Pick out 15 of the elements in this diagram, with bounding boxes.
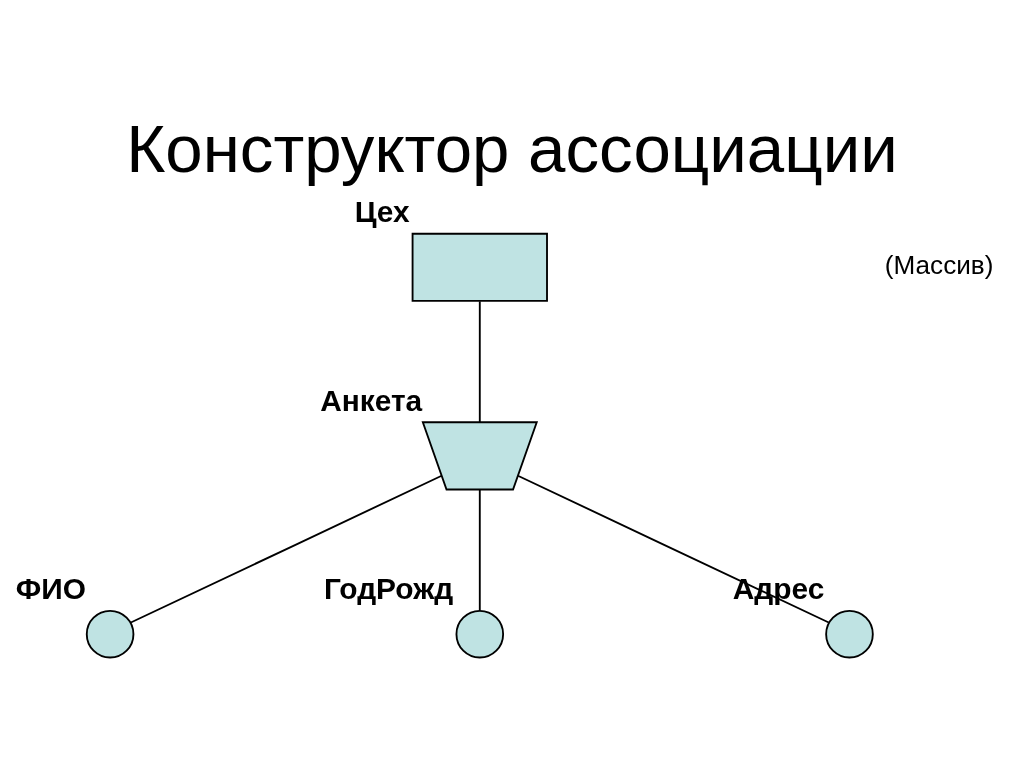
- node-circle: [455, 609, 505, 659]
- node-semicircle: [421, 421, 539, 491]
- connector: [517, 474, 830, 624]
- connector: [478, 488, 481, 612]
- node-box: [411, 232, 548, 302]
- node-label: ГодРожд: [323, 572, 454, 606]
- node-label: ФИО: [15, 572, 86, 606]
- node-label: Анкета: [320, 383, 423, 417]
- node-circle: [825, 609, 874, 659]
- connector: [478, 300, 481, 424]
- node-label: Цех: [354, 195, 410, 229]
- node-circle: [85, 609, 135, 659]
- label: (Массив): [884, 250, 994, 281]
- diagram-title: Конструктор ассоциации: [126, 110, 898, 186]
- connector: [129, 474, 443, 624]
